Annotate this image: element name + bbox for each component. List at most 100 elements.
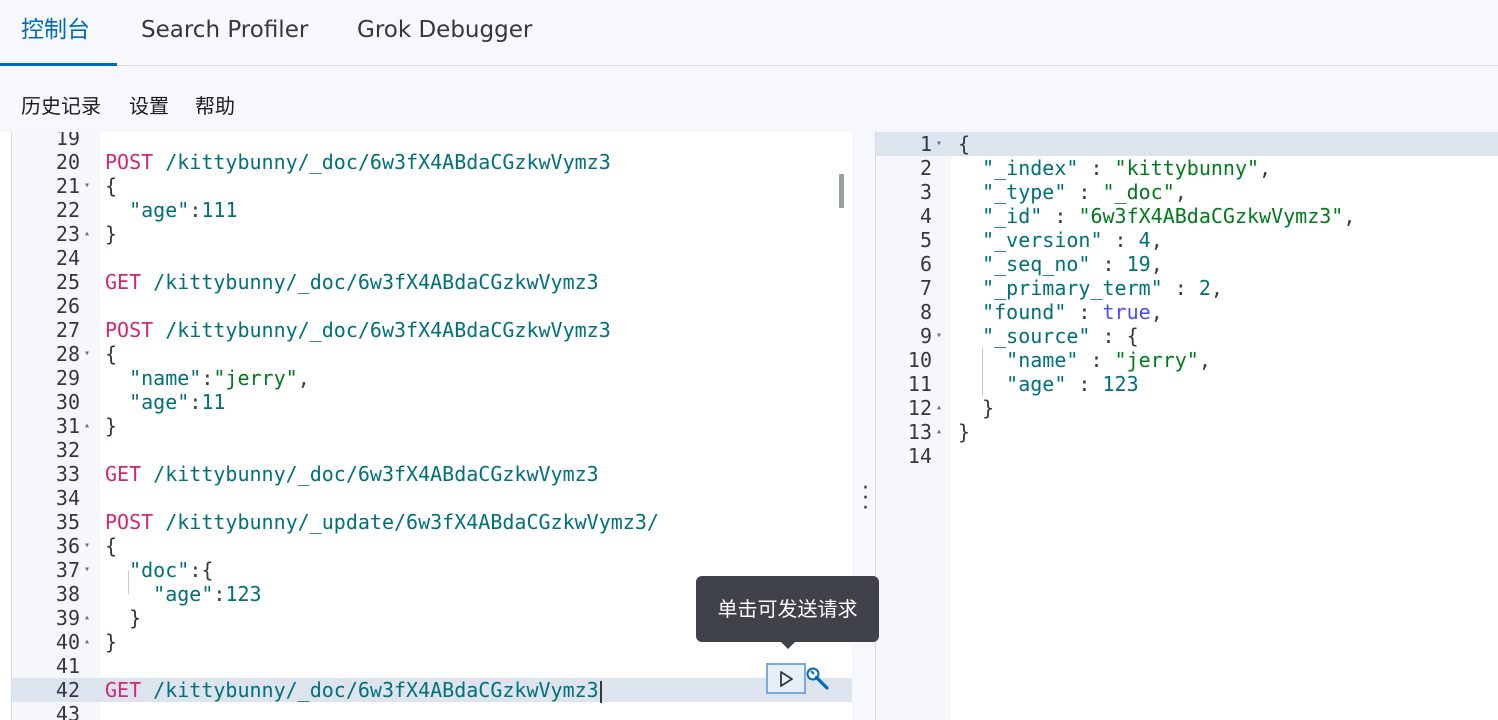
editor-line[interactable]: 36▾{ [12,534,853,558]
output-line[interactable]: 10 "name" : "jerry", [876,348,1498,372]
code-text: GET /kittybunny/_doc/6w3fX4ABdaCGzkwVymz… [105,462,599,486]
code-text: } [105,606,142,630]
line-number: 5 [919,228,932,252]
editor-line[interactable]: 43 [12,702,853,720]
line-number: 31 [55,414,80,438]
fold-expanded-icon[interactable]: ▾ [84,348,91,359]
editor-line[interactable]: 30 "age":11 [12,390,853,414]
output-line[interactable]: 5 "_version" : 4, [876,228,1498,252]
editor-line[interactable]: 41 [12,654,853,678]
editor-line[interactable]: 33 GET /kittybunny/_doc/6w3fX4ABdaCGzkwVy… [12,462,853,486]
output-line[interactable]: 9▾ "_source" : { [876,324,1498,348]
line-number: 21 [55,174,80,198]
fold-expanded-icon[interactable]: ▾ [84,540,91,551]
output-line[interactable]: 8 "found" : true, [876,300,1498,324]
menu-help[interactable]: 帮助 [195,94,235,118]
code-text: } [958,420,971,444]
menu-settings[interactable]: 设置 [129,94,169,118]
output-line[interactable]: 6 "_seq_no" : 19, [876,252,1498,276]
code-text: "_seq_no" : 19, [982,252,1163,276]
fold-collapsed-icon[interactable]: ▴ [84,612,91,623]
code-text: POST /kittybunny/_doc/6w3fX4ABdaCGzkwVym… [105,150,611,174]
editor-line[interactable]: 34 [12,486,853,510]
code-text: POST /kittybunny/_doc/6w3fX4ABdaCGzkwVym… [105,318,611,342]
line-number: 30 [55,390,80,414]
fold-collapsed-icon[interactable]: ▴ [84,636,91,647]
top-navigation: 控制台 Search Profiler Grok Debugger [0,0,1498,66]
fold-expanded-icon[interactable]: ▾ [936,138,943,149]
output-line[interactable]: 11 "age" : 123 [876,372,1498,396]
editor-line[interactable]: 19 [12,132,853,150]
editor-line[interactable]: 28▾{ [12,342,853,366]
fold-collapsed-icon[interactable]: ▴ [84,228,91,239]
editor-scrollbar[interactable] [839,174,844,208]
line-number: 41 [55,654,80,678]
code-text: { [958,132,971,156]
editor-line[interactable]: 24 [12,246,853,270]
output-line[interactable]: 13 ▴} [876,420,1498,444]
line-number: 13 [907,420,932,444]
line-number: 29 [55,366,80,390]
output-line[interactable]: 3 "_type" : "_doc", [876,180,1498,204]
tooltip-arrow [779,640,797,649]
vertical-dots-icon[interactable]: ··· [862,476,869,521]
output-line[interactable]: 14 [876,444,1498,468]
send-request-button[interactable] [766,663,806,694]
line-number: 24 [55,246,80,270]
indent-guide [982,348,983,396]
editor-line[interactable]: 23▴} [12,222,853,246]
editor-line[interactable]: 39 ▴ } [12,606,853,630]
fold-expanded-icon[interactable]: ▾ [84,564,91,575]
editor-line[interactable]: 29 "name":"jerry", [12,366,853,390]
editor-line[interactable]: 31▴} [12,414,853,438]
output-line[interactable]: 4 "_id" : "6w3fX4ABdaCGzkwVymz3", [876,204,1498,228]
line-number: 25 [55,270,80,294]
indent-guide [128,570,129,594]
play-icon [780,670,793,687]
editor-line[interactable]: 32 [12,438,853,462]
editor-line[interactable]: 38 "age":123 [12,582,853,606]
line-number: 12 [907,396,932,420]
code-text: } [105,222,118,246]
output-line[interactable]: 2 "_index" : "kittybunny", [876,156,1498,180]
response-output[interactable]: 1 ▾ {2 "_index" : "kittybunny",3 "_type" :… [876,132,1498,720]
console-menu-bar [0,66,1498,132]
editor-line[interactable]: 21▾{ [12,174,853,198]
tab-console[interactable]: 控制台 [21,17,90,43]
code-text: "found" : true, [982,300,1163,324]
editor-line[interactable]: 26 [12,294,853,318]
tab-search-profiler[interactable]: Search Profiler [141,17,309,43]
code-text: "name" : "jerry", [1006,348,1211,372]
menu-history[interactable]: 历史记录 [21,94,101,118]
code-text: "_id" : "6w3fX4ABdaCGzkwVymz3", [982,204,1356,228]
editor-line[interactable]: 37▾ "doc":{ [12,558,853,582]
line-number: 33 [55,462,80,486]
line-number: 22 [55,198,80,222]
line-number: 1 [919,132,932,156]
line-number: 39 [55,606,80,630]
output-line[interactable]: 1 ▾ { [876,132,1498,156]
editor-line[interactable]: 40▴} [12,630,853,654]
output-line[interactable]: 7 "_primary_term" : 2, [876,276,1498,300]
fold-collapsed-icon[interactable]: ▴ [84,420,91,431]
line-number: 37 [55,558,80,582]
code-text: "_type" : "_doc", [982,180,1187,204]
fold-collapsed-icon[interactable]: ▴ [936,426,943,437]
code-text: "_primary_term" : 2, [982,276,1223,300]
editor-line[interactable]: 22 "age":111 [12,198,853,222]
line-number: 8 [919,300,932,324]
output-line[interactable]: 12▴ } [876,396,1498,420]
line-number: 36 [55,534,80,558]
line-number: 43 [55,702,80,720]
editor-gutter [12,132,100,720]
tab-grok-debugger[interactable]: Grok Debugger [357,17,533,43]
fold-expanded-icon[interactable]: ▾ [936,330,943,341]
request-options-button[interactable] [805,666,831,692]
fold-collapsed-icon[interactable]: ▴ [936,402,943,413]
fold-expanded-icon[interactable]: ▾ [84,180,91,191]
